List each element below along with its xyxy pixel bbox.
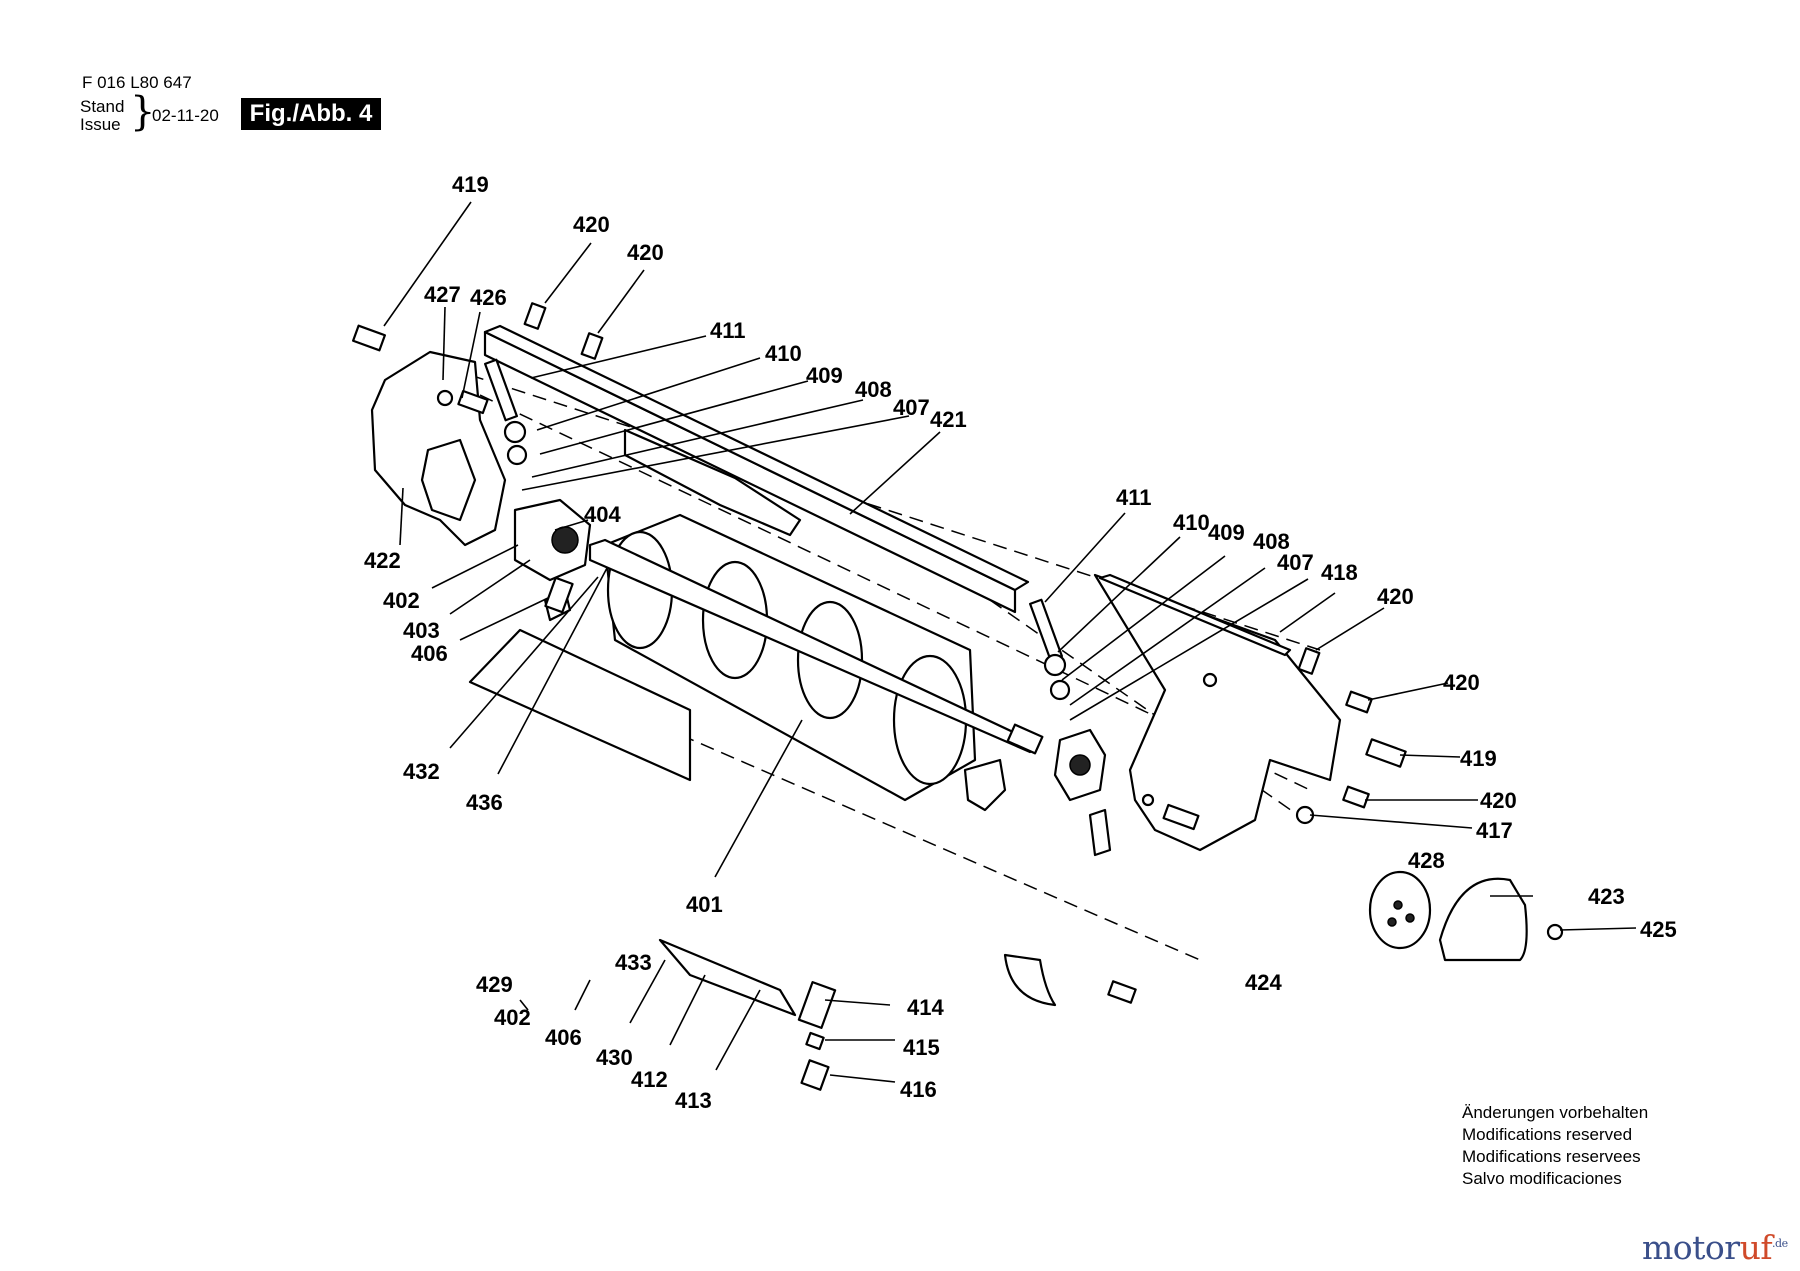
issue-label: Issue	[80, 115, 121, 134]
callout-417: 417	[1476, 818, 1513, 843]
watermark-suffix: .de	[1772, 1237, 1788, 1250]
callout-430: 430	[596, 1045, 633, 1070]
callout-427: 427	[424, 282, 461, 307]
bottom-blade-part	[468, 628, 797, 1017]
watermark-brand-main: motor	[1642, 1228, 1740, 1267]
callout-424: 424	[1245, 970, 1282, 995]
callout-408: 408	[855, 377, 892, 402]
callout-420: 420	[1377, 584, 1414, 609]
notice-line-en: Modifications reserved	[1462, 1125, 1633, 1144]
leader-lines	[383, 201, 1637, 1083]
screw-parts	[352, 302, 1407, 1091]
brace-icon: }	[130, 89, 156, 135]
callout-409: 409	[1208, 520, 1245, 545]
left-side-plate-part	[370, 350, 507, 547]
callout-415: 415	[903, 1035, 940, 1060]
callout-426: 426	[470, 285, 507, 310]
callout-412: 412	[631, 1067, 668, 1092]
callout-428: 428	[1408, 848, 1445, 873]
right-bearing-housing-part	[963, 728, 1112, 857]
callout-402: 402	[494, 1005, 531, 1030]
notice-line-es: Salvo modificaciones	[1462, 1169, 1622, 1188]
callout-407: 407	[893, 395, 930, 420]
callout-422: 422	[364, 548, 401, 573]
callout-425: 425	[1640, 917, 1677, 942]
callout-402: 402	[383, 588, 420, 613]
callout-420: 420	[627, 240, 664, 265]
callout-420: 420	[573, 212, 610, 237]
callout-408: 408	[1253, 529, 1290, 554]
callout-413: 413	[675, 1088, 712, 1113]
callout-410: 410	[1173, 510, 1210, 535]
cross-bar-part	[483, 324, 1030, 614]
callout-419: 419	[1460, 746, 1497, 771]
callout-406: 406	[411, 641, 448, 666]
notice-line-fr: Modifications reservees	[1462, 1147, 1641, 1166]
reel-cylinder-part	[588, 513, 1044, 802]
callout-423: 423	[1588, 884, 1625, 909]
callout-420: 420	[1480, 788, 1517, 813]
callout-404: 404	[584, 502, 621, 527]
callout-401: 401	[686, 892, 723, 917]
figure-label: Fig./Abb. 4	[241, 98, 381, 130]
watermark-logo: motoruf.de	[1642, 1228, 1788, 1267]
callout-416: 416	[900, 1077, 937, 1102]
callout-labels: 419 420 420 427 426 411 410 409 408 407 …	[364, 172, 1677, 1113]
callout-407: 407	[1277, 550, 1314, 575]
callout-410: 410	[765, 341, 802, 366]
stand-label: Stand	[80, 97, 125, 116]
callout-429: 429	[476, 972, 513, 997]
callout-414: 414	[907, 995, 944, 1020]
callout-421: 421	[930, 407, 967, 432]
callout-418: 418	[1321, 560, 1358, 585]
callout-406: 406	[545, 1025, 582, 1050]
callout-436: 436	[466, 790, 503, 815]
issue-date: 02-11-20	[152, 106, 219, 125]
callout-432: 432	[403, 759, 440, 784]
document-number: F 016 L80 647	[82, 73, 192, 92]
callout-411: 411	[710, 318, 746, 343]
notice-line-de: Änderungen vorbehalten	[1462, 1103, 1649, 1122]
pulley-parts	[1003, 870, 1564, 1007]
callout-411: 411	[1116, 485, 1152, 510]
modifications-notice: Änderungen vorbehalten Modifications res…	[1462, 1102, 1648, 1190]
callout-403: 403	[403, 618, 440, 643]
callout-419: 419	[452, 172, 489, 197]
watermark-brand-accent: uf	[1739, 1228, 1773, 1267]
callout-409: 409	[806, 363, 843, 388]
callout-420: 420	[1443, 670, 1480, 695]
callout-433: 433	[615, 950, 652, 975]
